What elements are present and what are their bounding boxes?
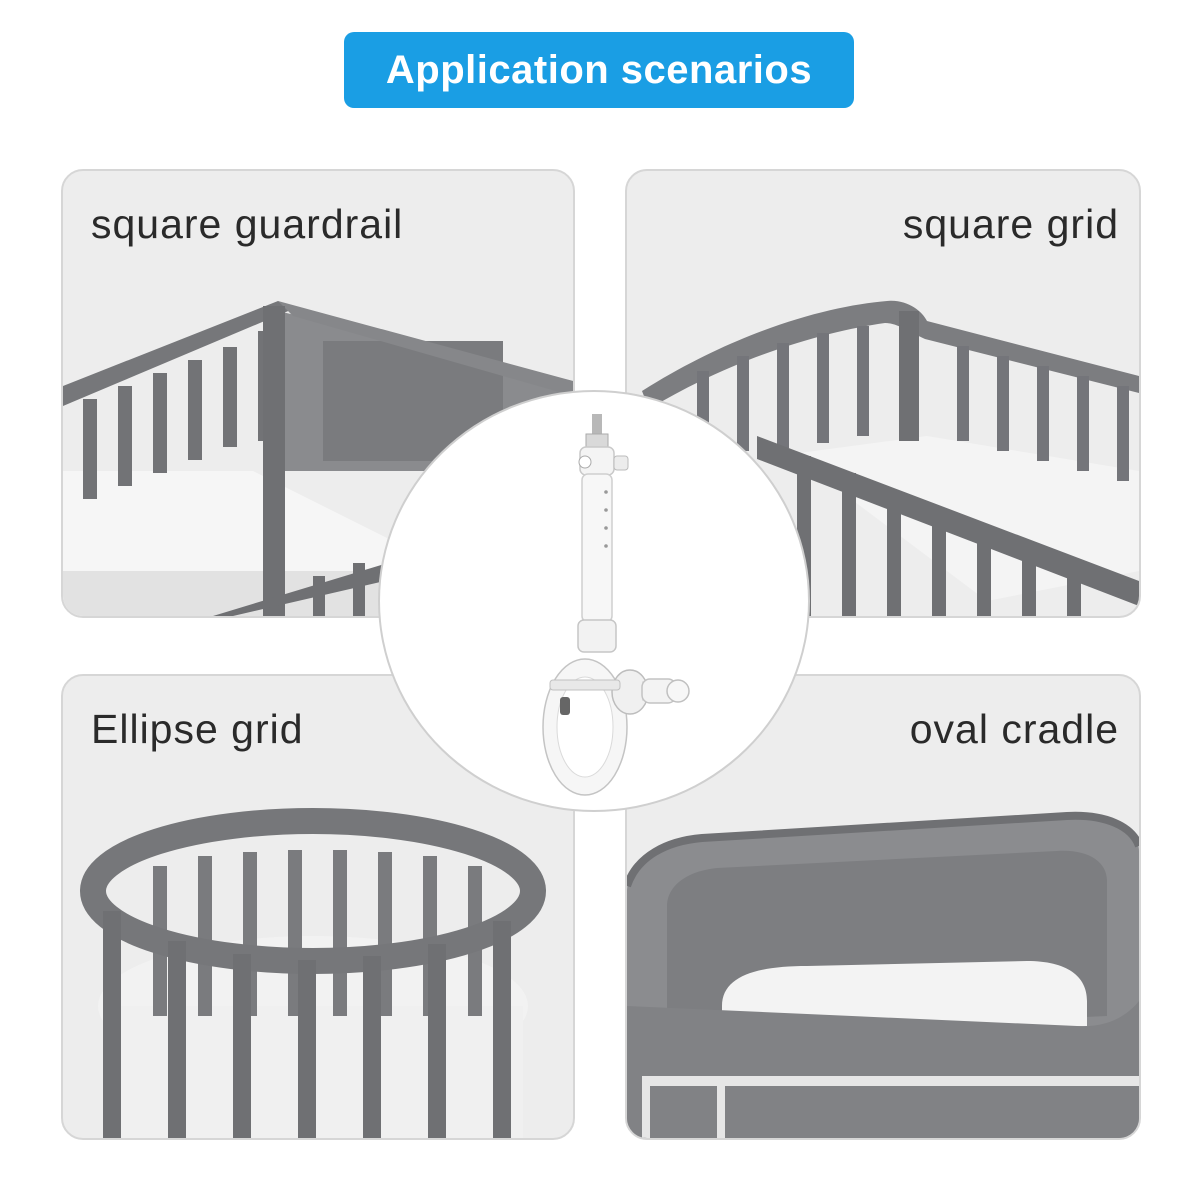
scenario-label: oval cradle — [909, 706, 1119, 752]
title-badge: Application scenarios — [344, 32, 854, 108]
oval-cradle-illustration — [627, 811, 1139, 1138]
scenario-card-oval-cradle: oval cradle — [625, 674, 1141, 1140]
scenario-label: Ellipse grid — [91, 706, 304, 752]
page-title: Application scenarios — [385, 47, 813, 92]
scenario-label: square guardrail — [91, 201, 404, 247]
ellipse-grid-crib-illustration — [80, 808, 546, 1138]
square-grid-crib-illustration — [642, 300, 1139, 616]
crib-mobile-arm-icon — [542, 414, 690, 796]
scenario-label: square grid — [902, 201, 1119, 247]
product-circle — [378, 390, 810, 812]
